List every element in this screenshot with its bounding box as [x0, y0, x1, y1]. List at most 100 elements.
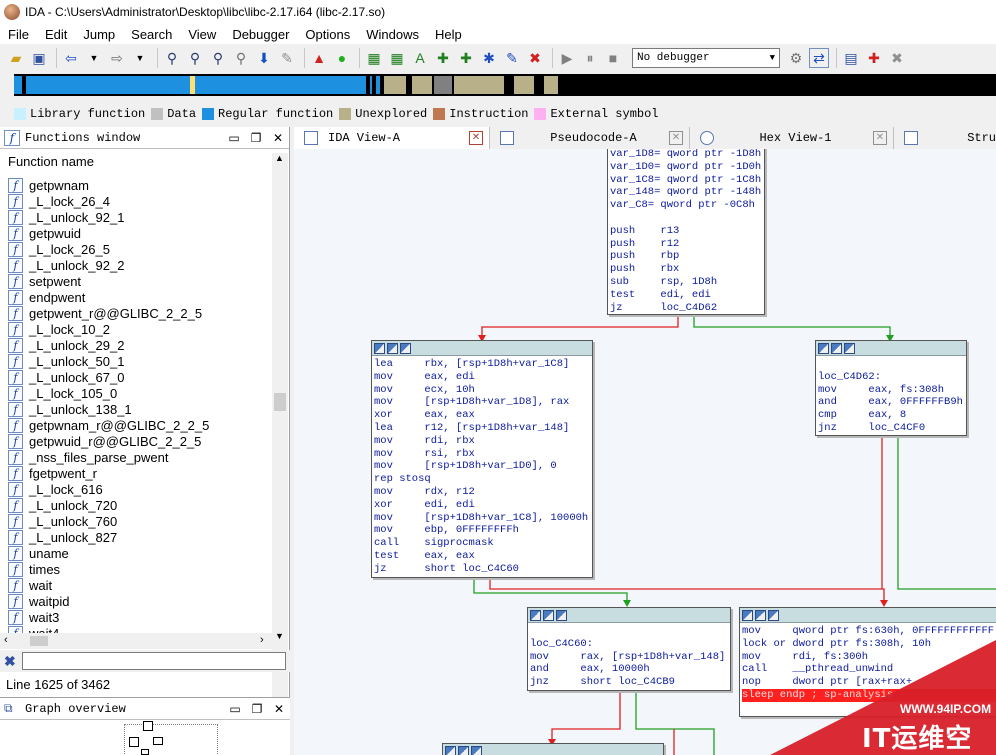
instruction-line[interactable]: jnz loc_C4CF0 [818, 421, 926, 434]
graph-color-icon[interactable] [445, 745, 456, 755]
instruction-line[interactable]: xor eax, eax [374, 409, 475, 422]
menu-view[interactable]: View [188, 26, 217, 42]
tab-hex-view-1[interactable]: Hex View-1 ✕ [690, 127, 894, 149]
graph-group-icon[interactable] [400, 342, 411, 354]
instruction-line[interactable] [610, 212, 762, 225]
restore-icon[interactable]: ❐ [250, 130, 262, 145]
graph-edit-icon[interactable] [543, 609, 554, 621]
tab-ida-view-a[interactable]: IDA View-A ✕ [294, 127, 490, 149]
attach-icon[interactable]: ⚙ [789, 49, 803, 66]
instruction-line[interactable]: mov ebp, 0FFFFFFFFh [374, 524, 519, 537]
instruction-line[interactable]: push r12 [610, 237, 680, 250]
instruction-line[interactable]: and eax, 10000h [530, 663, 650, 676]
function-list-horizontal-scrollbar[interactable]: ‹ › [0, 633, 272, 649]
instruction-line[interactable]: mov eax, fs:308h [818, 383, 945, 396]
edit-function-icon[interactable]: ✎ [506, 49, 518, 66]
menu-edit[interactable]: Edit [44, 26, 68, 42]
delete-icon[interactable]: ✖ [529, 49, 541, 66]
function-list-item[interactable]: f_L_unlock_92_1 [0, 209, 272, 225]
graph-color-icon[interactable] [818, 342, 829, 354]
instruction-line[interactable] [530, 625, 728, 638]
instruction-line[interactable]: test eax, eax [374, 549, 475, 562]
instruction-line[interactable]: mov rdx, r12 [374, 485, 475, 498]
binoculars-text-icon[interactable]: ⚲ [189, 49, 201, 66]
menu-search[interactable]: Search [131, 26, 173, 42]
close-icon[interactable]: ✕ [469, 131, 483, 145]
ascii-icon[interactable]: A [415, 50, 425, 66]
instruction-line[interactable] [818, 358, 964, 371]
code-label[interactable]: loc_C4D62: [818, 370, 882, 383]
function-list-item[interactable]: f_L_lock_26_4 [0, 193, 272, 209]
debugger-select[interactable]: No debugger ▼ [632, 48, 780, 68]
breakpoint-add-icon[interactable]: ✚ [868, 49, 880, 66]
instruction-line[interactable]: cmp eax, 8 [818, 409, 907, 422]
play-icon[interactable]: ▶ [561, 49, 573, 66]
open-folder-icon[interactable]: ▰ [10, 49, 22, 66]
scroll-left-icon[interactable]: ‹ [4, 634, 8, 646]
instruction-line[interactable]: push r13 [610, 224, 680, 237]
warning-icon[interactable]: ▲ [312, 50, 326, 66]
save-icon[interactable]: ▣ [32, 49, 46, 66]
block-loc-c4c60[interactable]: loc_C4C60:mov rax, [rsp+1D8h+var_148]and… [527, 607, 731, 691]
close-icon[interactable]: ✕ [272, 130, 284, 145]
instruction-line[interactable]: jnz short loc_C4CB9 [530, 676, 675, 689]
function-list-item[interactable]: f_L_unlock_760 [0, 513, 272, 529]
instruction-line[interactable]: jz short loc_C4C60 [374, 562, 519, 575]
instruction-line[interactable]: mov [rsp+1D8h+var_1D8], rax [374, 396, 570, 409]
binoculars-binary-icon[interactable]: ⚲ [212, 49, 224, 66]
back-arrow-icon[interactable]: ⇦ [65, 49, 77, 66]
function-list-item[interactable]: f_L_lock_10_2 [0, 321, 272, 337]
close-icon[interactable]: ✕ [873, 131, 887, 145]
tab-pseudocode-a[interactable]: Pseudocode-A ✕ [490, 127, 690, 149]
sync-icon[interactable]: ⇄ [809, 48, 829, 68]
function-list-item[interactable]: f_L_lock_105_0 [0, 385, 272, 401]
minimize-icon[interactable]: ▭ [229, 701, 241, 716]
instruction-line[interactable]: var_1D8= qword ptr -1D8h [610, 149, 762, 160]
instruction-line[interactable]: var_1D0= qword ptr -1D0h [610, 160, 762, 173]
function-list-item[interactable]: f_L_unlock_50_1 [0, 353, 272, 369]
pencil-icon[interactable]: ✎ [281, 49, 293, 66]
dropdown-arrow-icon[interactable]: ▼ [89, 53, 99, 63]
function-list-item[interactable]: f_L_unlock_138_1 [0, 401, 272, 417]
scroll-up-icon[interactable]: ▲ [275, 153, 284, 163]
jump-down-arrow-icon[interactable]: ⬇ [258, 49, 270, 66]
pause-icon[interactable]: ⏸ [586, 49, 594, 66]
dropdown-arrow-icon[interactable]: ▼ [135, 53, 145, 63]
instruction-line[interactable]: push rbx [610, 263, 680, 276]
clear-filter-icon[interactable]: ✖ [4, 652, 16, 669]
navigation-band[interactable] [14, 74, 996, 96]
instruction-line[interactable]: lea rbx, [rsp+1D8h+var_1C8] [374, 358, 570, 370]
data-icon[interactable]: ▦ [390, 49, 404, 66]
function-name-column-header[interactable]: Function name [8, 153, 94, 169]
restore-icon[interactable]: ❐ [251, 701, 263, 716]
minimize-icon[interactable]: ▭ [228, 130, 240, 145]
instruction-line[interactable]: var_148= qword ptr -148h [610, 186, 762, 199]
menu-help[interactable]: Help [434, 26, 462, 42]
instruction-line[interactable]: var_1C8= qword ptr -1C8h [610, 173, 762, 186]
graph-edit-icon[interactable] [387, 342, 398, 354]
instruction-line[interactable]: var_C8= qword ptr -0C8h [610, 199, 755, 212]
menu-file[interactable]: File [8, 26, 29, 42]
forward-arrow-icon[interactable]: ⇨ [111, 49, 123, 66]
graph-group-icon[interactable] [768, 609, 779, 621]
tab-structures[interactable]: Stru [894, 127, 996, 149]
binoculars-icon[interactable]: ⚲ [166, 49, 178, 66]
function-list-item[interactable]: f_L_unlock_92_2 [0, 257, 272, 273]
block-partial-bottom[interactable] [442, 743, 664, 755]
graph-color-icon[interactable] [374, 342, 385, 354]
menu-jump[interactable]: Jump [83, 26, 116, 42]
instruction-line[interactable]: push rbp [610, 250, 680, 263]
scrollbar-thumb[interactable] [30, 636, 48, 646]
instruction-line[interactable]: and eax, 0FFFFFFB9h [818, 396, 963, 409]
